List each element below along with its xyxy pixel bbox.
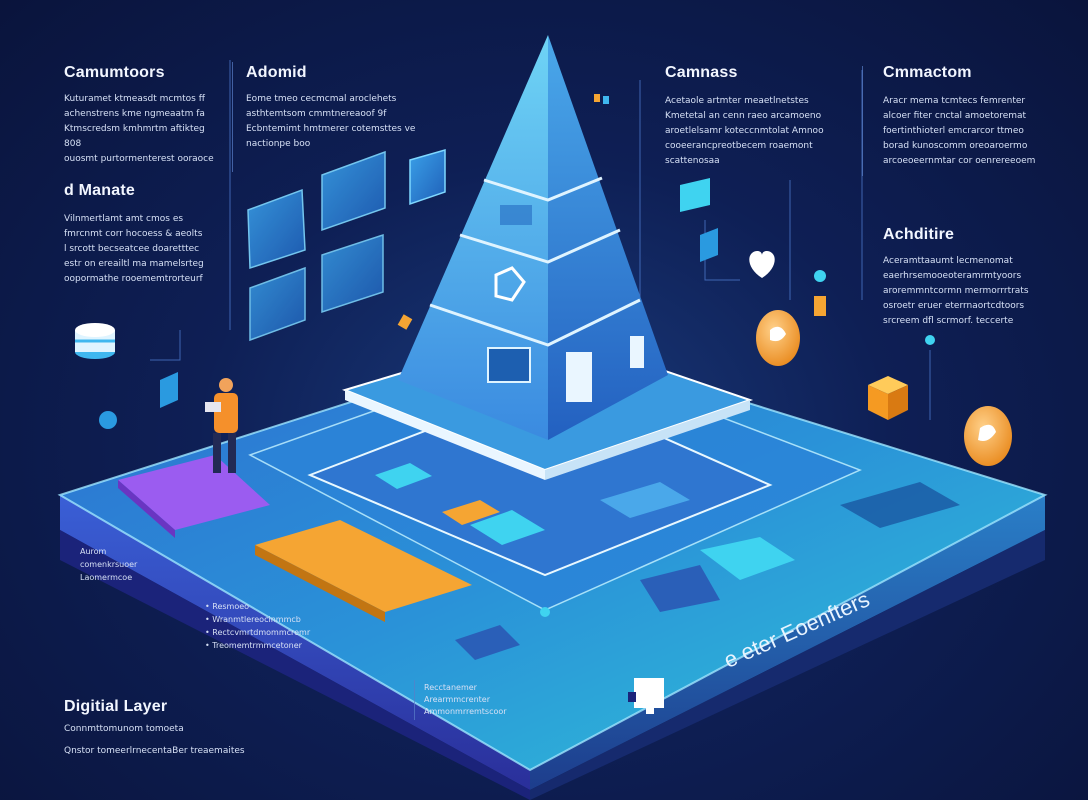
platform-bullets: • Resmoeo • Wranmtlereocinmmcb • Rectcvm… (205, 602, 311, 650)
puzzle-icon (628, 678, 664, 714)
divider-line (414, 680, 415, 720)
heart-icon (749, 251, 775, 278)
panel-text-center-left: Eome tmeo cecmcmal aroclehets asthtemtso… (246, 94, 416, 149)
panel-subtitle2-bottom-left: Qnstor tomeerlrnecentaBer treaemaites (64, 746, 245, 756)
small-accents (99, 94, 935, 617)
panel-title-right-top: Cmmactom (883, 64, 972, 81)
panel-text-left-mid: Vilnmertlamt amt cmos es fmrcnmt corr ho… (64, 214, 204, 284)
platform-label-front-mid: Recctanemer Arearmmcrenter Ammonmrremtsc… (424, 683, 507, 716)
panel-title-left-top: Camumtoors (64, 64, 165, 81)
panel-text-left-top: Kuturamet ktmeasdt mcmtos ff achenstrens… (64, 94, 214, 164)
panel-subtitle-bottom-left: Connmttomunom tomoeta (64, 724, 184, 734)
orange-coins (756, 310, 1012, 466)
panel-title-center-right: Camnass (665, 64, 738, 81)
person-figure (205, 378, 238, 473)
panel-text-right-mid: Aceramttaaumt lecmenomat eaerhrsemooeote… (883, 256, 1029, 326)
panel-text-center-right: Acetaole artmter meaetlnetstes Kmetetal … (665, 96, 824, 166)
platform-label-front-left: Aurom comenkrsuoer Laomermcoe (80, 547, 138, 582)
divider-line (862, 66, 863, 176)
panel-text-right-top: Aracr mema tcmtecs femrenter alcoer fite… (883, 96, 1036, 166)
panel-title-center-left: Adomid (246, 64, 307, 81)
divider-line (232, 62, 233, 172)
platform-cards (118, 455, 960, 660)
panel-title-right-mid: Achditire (883, 226, 955, 243)
orange-cube (868, 376, 908, 420)
database-cylinder (75, 323, 115, 359)
panel-title-left-mid: d Manate (64, 182, 135, 199)
floating-screens (160, 149, 718, 408)
panel-title-bottom-left: Digitial Layer (64, 698, 168, 715)
pyramid (398, 35, 668, 440)
